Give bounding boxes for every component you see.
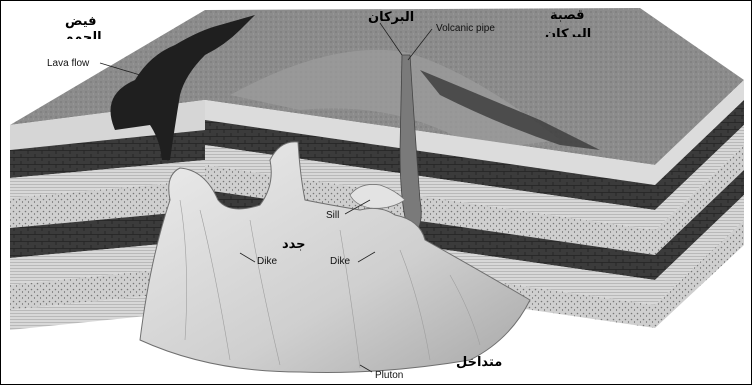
label-lava-flow: Lava flow xyxy=(47,58,89,70)
label-pluton: Pluton xyxy=(375,370,403,382)
label-dike-right: Dike xyxy=(330,256,350,268)
image-border xyxy=(0,0,752,385)
arabic-label-pluton: متداخل xyxy=(456,355,502,370)
arabic-label-dikes: جدد xyxy=(282,237,306,252)
arabic-label-volcanic-pipe-line2: البركان xyxy=(545,27,591,37)
label-dike-left: Dike xyxy=(257,256,277,268)
arabic-label-lava-flow: فيض xyxy=(65,14,97,29)
arabic-label-volcano: البركان xyxy=(368,10,414,25)
label-volcanic-pipe: Volcanic pipe xyxy=(436,23,495,35)
arabic-label-lava-flow-line2: الحمم xyxy=(64,30,102,39)
arabic-label-volcanic-pipe: قصبة xyxy=(550,8,585,23)
label-sill: Sill xyxy=(326,210,339,222)
